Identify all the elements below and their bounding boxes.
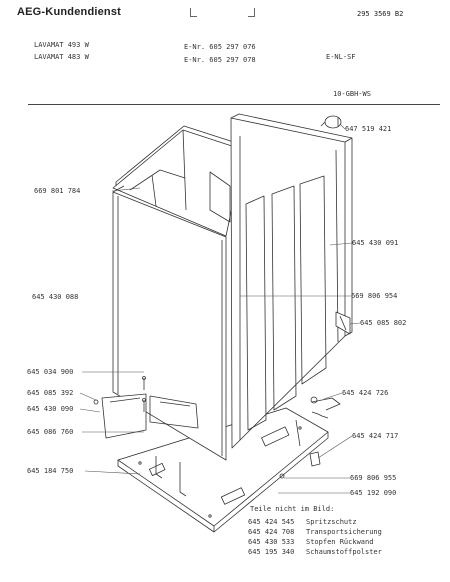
part-label-645184750: 645 184 750 — [27, 467, 74, 475]
service-hatch — [149, 395, 199, 429]
part-label-645430088: 645 430 088 — [32, 293, 79, 301]
spacer-clip — [335, 311, 351, 335]
part-label-669806954: 669 806 954 — [351, 292, 398, 300]
header-rule — [28, 104, 440, 105]
part-label-645086760: 645 086 760 — [27, 428, 74, 436]
part-label-645034900: 645 034 900 — [27, 368, 74, 376]
part-label-645430090: 645 430 090 — [27, 405, 74, 413]
legend-number: 645 424 545 — [248, 518, 295, 526]
brand-title: AEG-Kundendienst — [17, 6, 122, 18]
legend-number: 645 424 708 — [248, 528, 295, 536]
spring-part — [311, 411, 329, 419]
right-side-panel — [230, 113, 353, 449]
legend-number: 645 430 533 — [248, 538, 295, 546]
legend-description: Spritzschutz — [306, 518, 357, 526]
legend-description: Schaumstoffpolster — [306, 548, 382, 556]
model-enr-2: E-Nr. 605 297 078 — [184, 56, 256, 64]
part-label-669806955: 669 806 955 — [350, 474, 397, 482]
leader-lines — [79, 123, 361, 494]
corner-mark-left — [190, 8, 197, 17]
corner-mark-right — [248, 8, 255, 17]
top-hinge-part — [320, 115, 342, 129]
legend-description: Stopfen Rückwand — [306, 538, 374, 546]
part-label-645085392: 645 085 392 — [27, 389, 74, 397]
part-label-645430091: 645 430 091 — [352, 239, 399, 247]
base-plate — [117, 407, 329, 533]
legend-title: Teile nicht im Bild: — [250, 505, 335, 513]
screw-part — [279, 473, 285, 479]
legend-description: Transportsicherung — [306, 528, 382, 536]
part-label-669801784: 669 801 784 — [34, 187, 81, 195]
part-label-645192090: 645 192 090 — [350, 489, 397, 497]
part-label-645085802: 645 085 802 — [360, 319, 407, 327]
foot-part — [309, 451, 321, 467]
model-name-2: LAVAMAT 483 W — [34, 53, 89, 61]
flap-screw — [93, 376, 146, 412]
part-label-647519421: 647 519 421 — [345, 125, 392, 133]
model-enr-1: E-Nr. 605 297 076 — [184, 43, 256, 51]
variant-code: E-NL-SF — [326, 53, 356, 61]
transport-lock-part — [310, 396, 341, 411]
front-panel — [112, 185, 227, 461]
part-label-645424726: 645 424 726 — [342, 389, 389, 397]
document-number: 295 3569 B2 — [357, 10, 404, 18]
part-label-645424717: 645 424 717 — [352, 432, 399, 440]
group-code: 10-GBH-WS — [333, 90, 371, 98]
legend-number: 645 195 340 — [248, 548, 295, 556]
model-name-1: LAVAMAT 493 W — [34, 41, 89, 49]
side-flap — [101, 393, 147, 439]
